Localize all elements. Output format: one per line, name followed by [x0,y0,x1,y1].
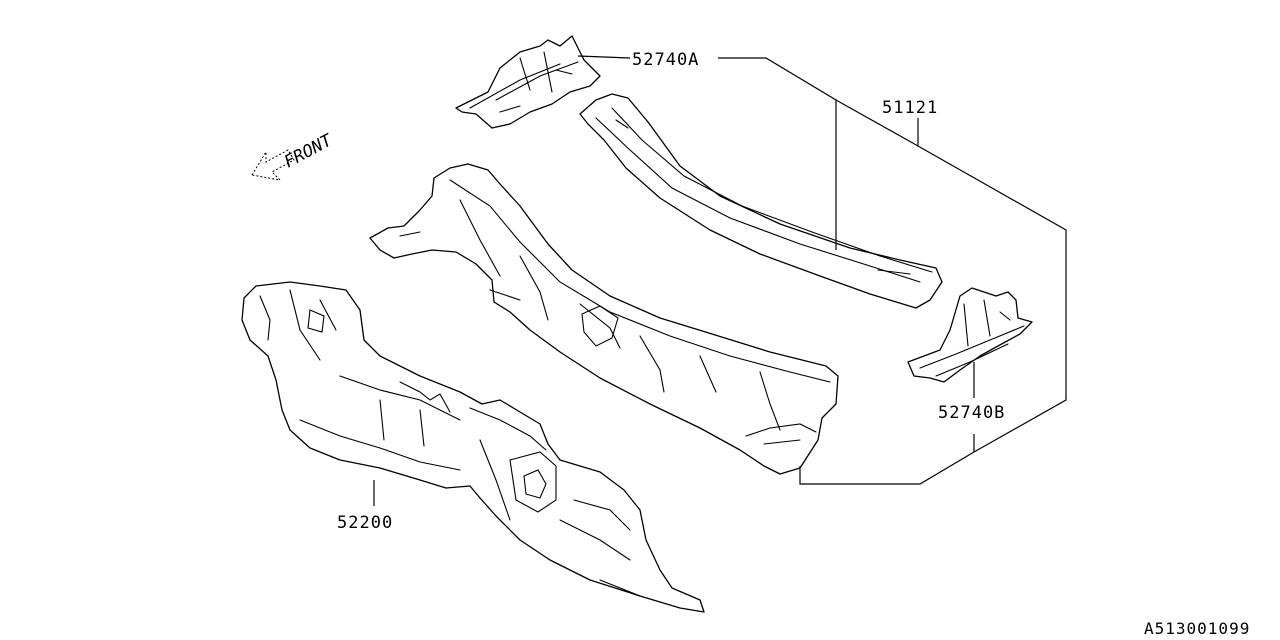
cowl-upper-rail-drawing [579,93,943,309]
panel-52200-drawing [241,281,705,613]
callout-52740b: 52740B [938,403,1005,423]
bracket-52740b-drawing [907,287,1033,383]
front-label: FRONT [281,130,337,173]
leader-lines [373,55,1067,506]
cowl-panel-drawing [369,163,839,475]
bracket-52740a-drawing [455,35,601,129]
callout-52200: 52200 [337,513,393,533]
callout-51121: 51121 [882,98,938,118]
drawing-code: A513001099 [1144,619,1250,638]
front-arrow-icon [251,149,295,181]
callout-52740a: 52740A [632,50,699,70]
front-direction-indicator: FRONT [251,130,337,181]
